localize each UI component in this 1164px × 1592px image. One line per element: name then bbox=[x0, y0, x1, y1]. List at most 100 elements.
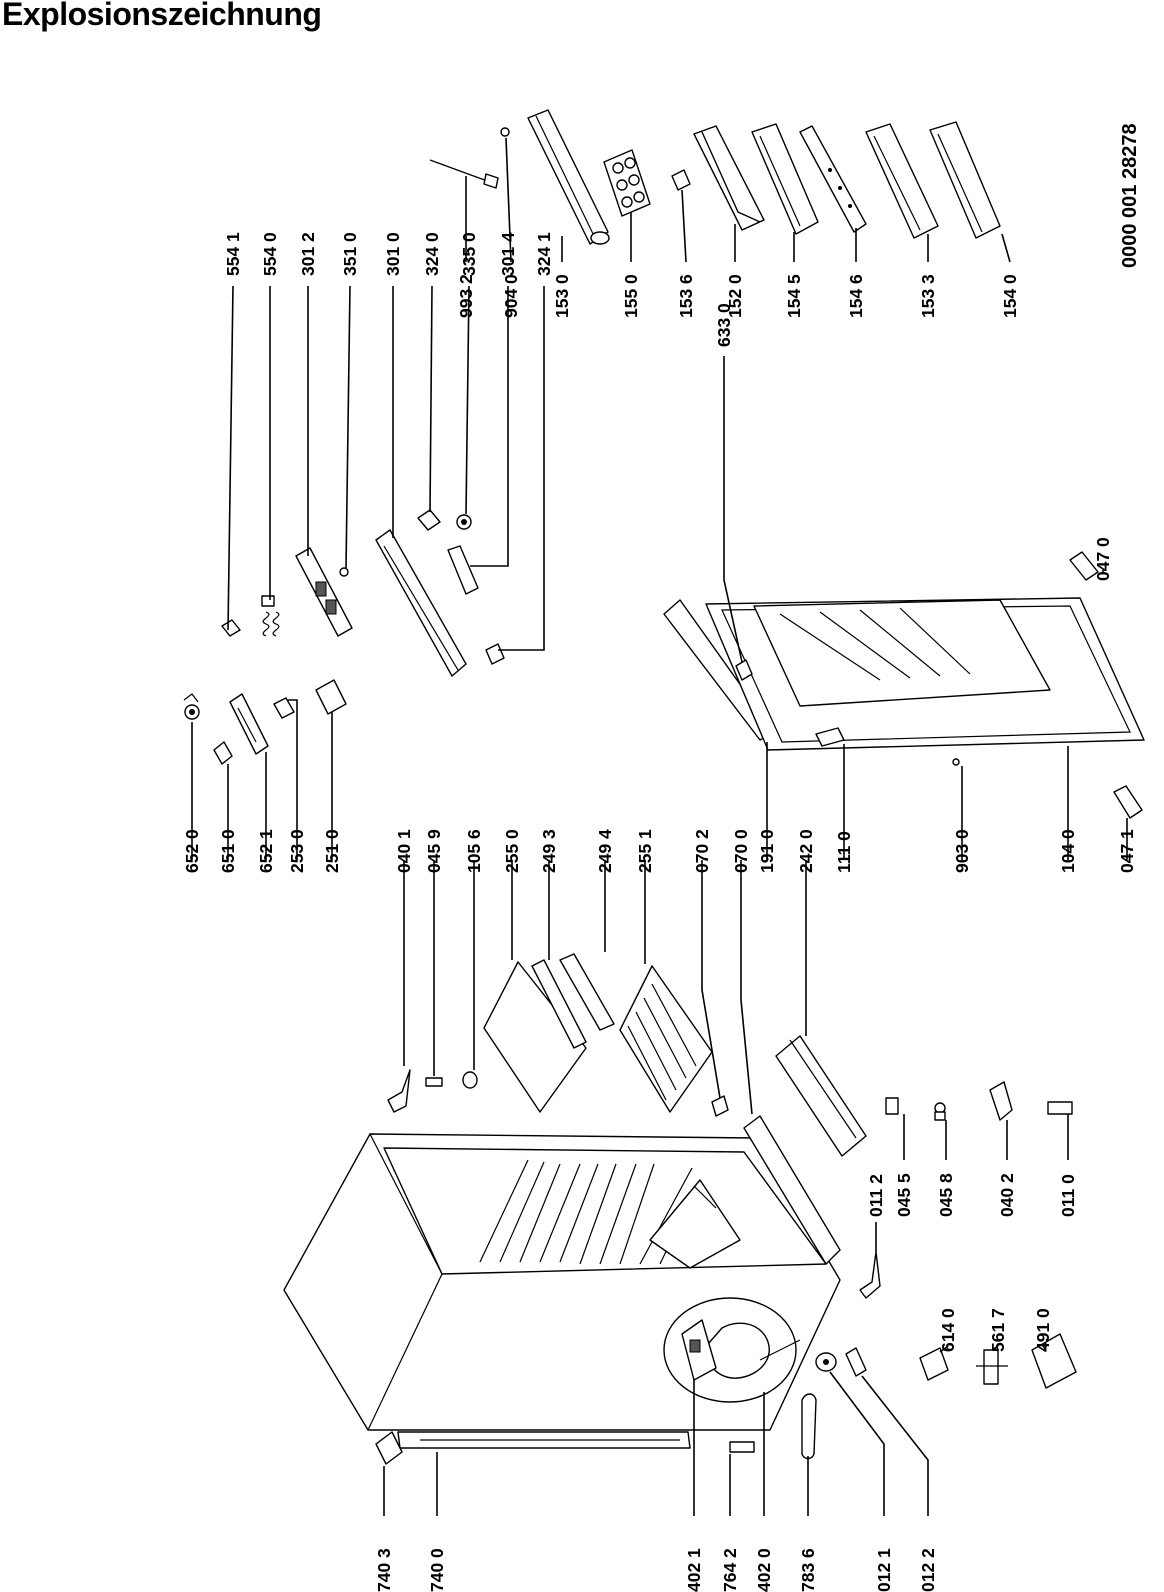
leader-line-0702 bbox=[701, 860, 721, 1099]
leader-line-5617 bbox=[991, 1345, 999, 1351]
part-label-2493: 249 3 bbox=[539, 829, 559, 873]
part-5540-drawing bbox=[261, 595, 280, 637]
part-label-0121: 012 1 bbox=[874, 1548, 894, 1592]
part-label-0458: 045 8 bbox=[936, 1173, 956, 1217]
part-1533-drawing bbox=[865, 123, 939, 239]
part-label-9932: 993 2 bbox=[456, 274, 476, 318]
part-1546-drawing bbox=[799, 125, 867, 233]
part-label-6521: 652 1 bbox=[256, 829, 276, 873]
leader-line-2530 bbox=[288, 699, 298, 860]
door-liner-drawing bbox=[753, 599, 1051, 707]
part-illustrations bbox=[183, 109, 1145, 1465]
part-2510-drawing bbox=[315, 679, 347, 715]
part-0459-drawing bbox=[425, 1077, 443, 1087]
leader-line-3350 bbox=[465, 285, 470, 515]
part-label-6140: 614 0 bbox=[938, 1308, 958, 1352]
part-6521-drawing bbox=[229, 693, 269, 755]
leader-line-1536 bbox=[681, 189, 687, 263]
part-6510-drawing bbox=[213, 741, 233, 765]
part-2530-drawing bbox=[273, 697, 295, 719]
part-label-1550: 155 0 bbox=[621, 274, 641, 318]
part-3241-drawing bbox=[485, 643, 505, 665]
part-label-1110: 111 0 bbox=[834, 831, 854, 873]
part-2550-drawing bbox=[483, 961, 587, 1113]
part-4021-drawing bbox=[681, 1319, 717, 1381]
part-label-9030: 903 0 bbox=[952, 829, 972, 873]
part-0112-drawing bbox=[859, 1251, 881, 1299]
part-1536-drawing bbox=[671, 169, 691, 191]
part-label-6520: 652 0 bbox=[182, 829, 202, 873]
part-0702-drawing bbox=[711, 1095, 729, 1117]
part-label-3014: 301 4 bbox=[498, 232, 518, 276]
part-label-3241: 324 1 bbox=[534, 232, 554, 276]
part-1540-drawing bbox=[929, 121, 1001, 239]
part-label-1545: 154 5 bbox=[784, 274, 804, 318]
part-label-1056: 105 6 bbox=[464, 829, 484, 873]
part-7403-drawing bbox=[375, 1431, 403, 1465]
part-0470-drawing bbox=[1069, 551, 1099, 581]
part-label-0471: 047 1 bbox=[1117, 829, 1137, 873]
part-label-3350: 335 0 bbox=[459, 232, 479, 276]
part-label-4021: 402 1 bbox=[684, 1548, 704, 1592]
part-0700-drawing bbox=[743, 1115, 841, 1265]
part-label-2550: 255 0 bbox=[502, 829, 522, 873]
part-2551-drawing bbox=[619, 965, 713, 1113]
leader-line-6140 bbox=[939, 1345, 949, 1353]
part-label-7836: 783 6 bbox=[798, 1548, 818, 1592]
part-label-0110: 011 0 bbox=[1058, 1174, 1078, 1217]
part-label-0702: 070 2 bbox=[692, 829, 712, 873]
part-1110-drawing bbox=[815, 727, 845, 747]
part-label-0455: 045 5 bbox=[894, 1173, 914, 1217]
leader-line-4910 bbox=[1042, 1345, 1047, 1351]
part-label-5617: 561 7 bbox=[988, 1308, 1008, 1352]
part-label-5540: 554 0 bbox=[260, 232, 280, 276]
part-3240-drawing bbox=[417, 509, 441, 531]
part-1550-drawing bbox=[603, 149, 651, 217]
part-label-7642: 764 2 bbox=[720, 1548, 740, 1592]
part-3010-drawing bbox=[375, 529, 467, 677]
part-label-6330: 633 0 bbox=[714, 303, 734, 347]
part-label-4020: 402 0 bbox=[754, 1548, 774, 1592]
part-label-0402: 040 2 bbox=[997, 1173, 1017, 1217]
part-label-7403: 740 3 bbox=[374, 1548, 394, 1592]
page-title: Explosionszeichnung bbox=[2, 0, 322, 32]
part-label-2551: 255 1 bbox=[635, 829, 655, 873]
part-9932-drawing bbox=[429, 159, 499, 189]
part-1530-drawing bbox=[527, 109, 610, 245]
part-label-3510: 351 0 bbox=[340, 232, 360, 276]
part-0402-drawing bbox=[989, 1081, 1013, 1121]
part-9030-drawing bbox=[952, 758, 960, 766]
part-3012-drawing bbox=[295, 547, 353, 637]
part-label-1536: 153 6 bbox=[676, 274, 696, 318]
part-label-0700: 070 0 bbox=[731, 829, 751, 873]
part-6140-drawing bbox=[919, 1347, 949, 1381]
part-label-1540: 154 0 bbox=[1000, 274, 1020, 318]
leader-line-3241 bbox=[498, 286, 545, 651]
part-label-0470: 047 0 bbox=[1093, 537, 1113, 581]
leader-line-1540 bbox=[1001, 233, 1011, 263]
leader-line-0121 bbox=[829, 1371, 885, 1516]
part-label-2510: 251 0 bbox=[322, 829, 342, 873]
leader-line-0122 bbox=[861, 1375, 929, 1516]
part-label-4910: 491 0 bbox=[1033, 1308, 1053, 1352]
leader-line-0700 bbox=[740, 860, 753, 1115]
leader-line-6330 bbox=[723, 356, 743, 663]
part-label-5541: 554 1 bbox=[223, 232, 243, 276]
part-3014-drawing bbox=[447, 545, 479, 595]
part-1545-drawing bbox=[751, 123, 819, 235]
part-4910-drawing bbox=[1031, 1333, 1077, 1389]
leader-line-3240 bbox=[429, 285, 433, 513]
part-1056-drawing bbox=[462, 1071, 478, 1089]
part-label-3010: 301 0 bbox=[383, 232, 403, 276]
part-label-2530: 253 0 bbox=[287, 829, 307, 873]
part-label-0122: 012 2 bbox=[918, 1548, 938, 1592]
leader-line-3014 bbox=[470, 286, 509, 567]
part-5541-drawing bbox=[221, 619, 241, 637]
part-0110-drawing bbox=[1047, 1101, 1073, 1115]
part-3350-drawing bbox=[456, 514, 472, 530]
part-0455-drawing bbox=[885, 1097, 899, 1115]
part-label-1910: 191 0 bbox=[757, 829, 777, 873]
part-2493-drawing bbox=[531, 959, 587, 1049]
